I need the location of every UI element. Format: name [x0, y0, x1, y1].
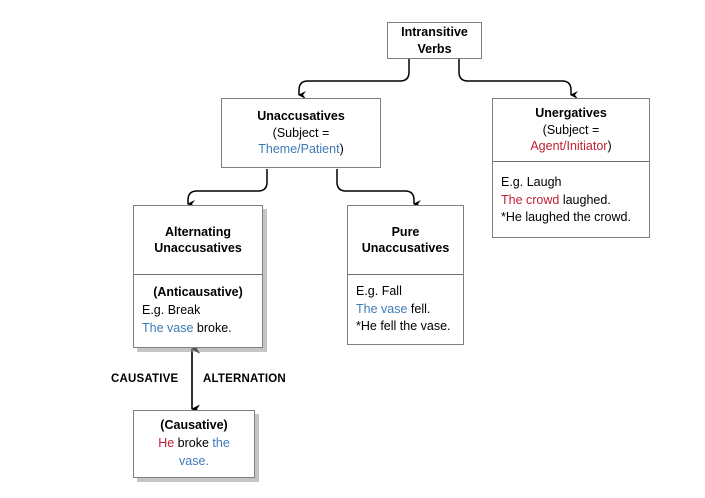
edge-unaccusatives-to-alternating	[187, 169, 268, 208]
node-unaccusatives-title: Unaccusatives	[257, 109, 345, 124]
edge-intransitive-to-unergatives	[458, 59, 578, 99]
intransitive-line2: Verbs	[417, 41, 452, 56]
edge-intransitive-to-unaccusatives	[298, 59, 410, 99]
pure-example-ungrammatical: *He fell the vase.	[356, 319, 451, 334]
node-unergatives-example-cell: E.g. Laugh The crowd laughed. *He laughe…	[493, 161, 649, 239]
node-alternating-title: Alternating Unaccusatives	[142, 224, 254, 257]
node-intransitive-verbs[interactable]: Intransitive Verbs	[387, 22, 482, 59]
causative-sentence: He broke the vase.	[142, 435, 246, 471]
node-unaccusatives-subject: (Subject = Theme/Patient)	[230, 125, 372, 158]
node-pure-example-cell: E.g. Fall The vase fell. *He fell the va…	[348, 274, 463, 344]
pure-title-line1: Pure	[391, 224, 420, 239]
causative-verb: broke	[174, 436, 213, 451]
alternation-label-left: CAUSATIVE	[111, 373, 179, 385]
node-pure-header-cell: Pure Unaccusatives	[348, 206, 463, 274]
node-unergatives[interactable]: Unergatives (Subject = Agent/Initiator) …	[492, 98, 650, 238]
unergatives-example-grammatical: The crowd laughed.	[501, 192, 641, 210]
unergatives-subject-role: Agent/Initiator	[530, 139, 608, 154]
node-causative-cell: (Causative) He broke the vase.	[134, 411, 254, 476]
unergatives-example-eg: E.g. Laugh	[501, 174, 562, 189]
node-unaccusatives-header-cell: Unaccusatives (Subject = Theme/Patient)	[222, 102, 380, 164]
node-pure-unaccusatives[interactable]: Pure Unaccusatives E.g. Fall The vase fe…	[347, 205, 464, 345]
node-alternating-unaccusatives[interactable]: Alternating Unaccusatives (Anticausative…	[133, 205, 263, 348]
alternating-tag: (Anticausative)	[153, 285, 243, 300]
node-unaccusatives[interactable]: Unaccusatives (Subject = Theme/Patient)	[221, 98, 381, 168]
unergatives-example-subject: The crowd	[501, 192, 560, 207]
unergatives-example-ungrammatical: *He laughed the crowd.	[501, 210, 631, 225]
pure-title-line2: Unaccusatives	[361, 241, 450, 255]
node-alternating-header-cell: Alternating Unaccusatives	[134, 206, 262, 274]
node-alternating-example-cell: (Anticausative) E.g. Break The vase brok…	[134, 274, 262, 347]
unergatives-subject-prefix: (Subject =	[542, 122, 600, 137]
unergatives-example-predicate: laughed.	[559, 192, 611, 207]
pure-example-subject: The vase	[356, 301, 408, 316]
causative-tag: (Causative)	[160, 418, 228, 433]
alternating-title-line2: Unaccusatives	[154, 241, 242, 255]
node-unergatives-header-cell: Unergatives (Subject = Agent/Initiator)	[493, 99, 649, 161]
pure-example-grammatical: The vase fell.	[356, 301, 455, 319]
alternating-title-line1: Alternating	[165, 224, 231, 239]
node-causative[interactable]: (Causative) He broke the vase.	[133, 410, 255, 478]
edge-unaccusatives-to-pure	[336, 169, 421, 208]
unaccusatives-subject-prefix: (Subject =	[272, 125, 330, 140]
causative-subject: He	[158, 436, 175, 451]
alternating-example-predicate: broke.	[193, 320, 232, 335]
pure-example-eg: E.g. Fall	[356, 283, 402, 298]
unaccusatives-subject-suffix: )	[339, 142, 344, 157]
intransitive-line1: Intransitive	[401, 25, 468, 39]
unaccusatives-subject-role: Theme/Patient	[258, 142, 340, 157]
unergatives-subject-suffix: )	[607, 139, 612, 154]
alternation-label-right: ALTERNATION	[203, 373, 286, 385]
causative-period: .	[205, 453, 209, 468]
node-unergatives-title: Unergatives	[535, 106, 607, 121]
node-intransitive-verbs-label: Intransitive Verbs	[388, 21, 481, 60]
pure-example-predicate: fell.	[407, 301, 431, 316]
causative-object: the vase	[179, 436, 230, 468]
alternating-example-subject: The vase	[142, 320, 194, 335]
node-unergatives-subject: (Subject = Agent/Initiator)	[501, 122, 641, 155]
alternating-example-eg: E.g. Break	[142, 303, 201, 318]
node-pure-title: Pure Unaccusatives	[356, 224, 455, 257]
alternating-example-sentence: The vase broke.	[142, 320, 254, 338]
